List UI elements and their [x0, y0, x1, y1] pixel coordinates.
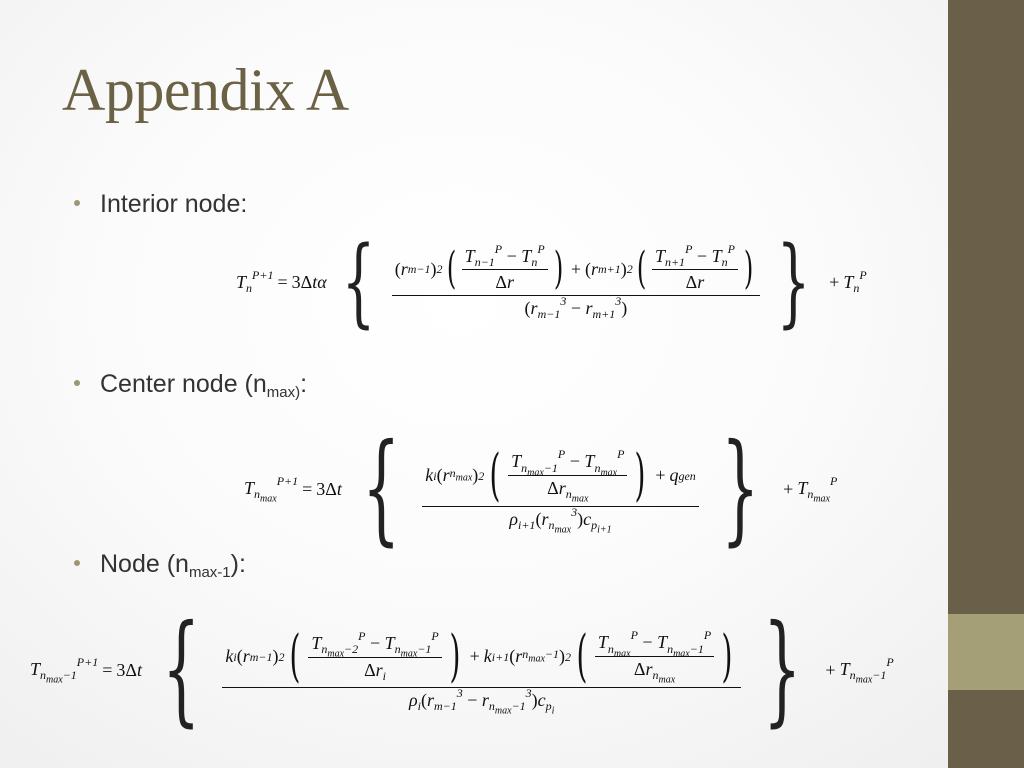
bullet-label: Center node (nmax):: [100, 370, 308, 401]
slide-title: Appendix A: [62, 57, 349, 123]
bullet-dot: [74, 560, 80, 566]
sidebar-accent-block: [948, 614, 1024, 690]
bullet-label: Interior node:: [100, 190, 248, 218]
bullet-label: Node (nmax-1):: [100, 550, 246, 581]
bullet-dot: [74, 200, 80, 206]
bullet-dot: [74, 380, 80, 386]
